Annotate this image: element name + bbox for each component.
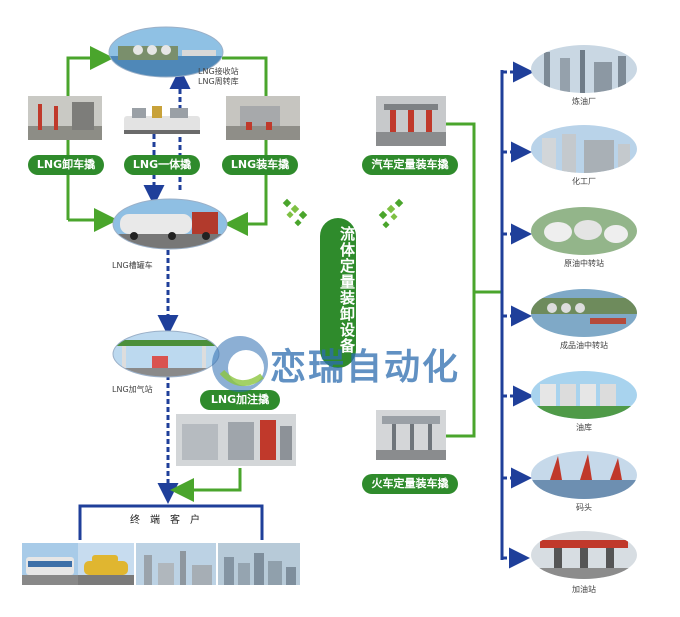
- station-caption: LNG加气站: [112, 385, 153, 394]
- lng-terminal-photo: [108, 26, 224, 78]
- crude-transfer-photo: [530, 206, 638, 256]
- truck-loading-skid-label: 汽车定量装车撬: [362, 155, 458, 175]
- customer-taxi-photo: [78, 543, 134, 585]
- wharf-photo: [530, 450, 638, 500]
- terminal-caption-1: LNG接收站: [198, 67, 239, 76]
- green-line-fueling: [170, 468, 242, 502]
- gas-station-photo: [530, 530, 638, 580]
- lng-integrated-skid-photo: [120, 100, 204, 140]
- chemical-plant-photo: [530, 124, 638, 174]
- customer-city-photo: [218, 543, 300, 585]
- terminal-caption-2: LNG周转库: [198, 77, 239, 86]
- product-oil-transfer-photo: [530, 288, 638, 338]
- refinery-photo: [530, 44, 638, 94]
- oil-depot-caption: 油库: [576, 423, 592, 432]
- refinery-caption: 炼油厂: [572, 97, 596, 106]
- end-customer-label: 终端客户: [130, 515, 210, 526]
- customer-plant-photo: [136, 543, 216, 585]
- customer-bus-photo: [22, 543, 78, 585]
- truck-loading-photo: [376, 96, 446, 146]
- chevron-icon-right: [378, 198, 404, 229]
- lng-integrated-skid-label: LNG一体撬: [124, 155, 200, 175]
- lng-fueling-skid-photo: [176, 414, 296, 466]
- train-loading-photo: [376, 410, 446, 460]
- blue-customer-bar: [78, 504, 264, 540]
- oil-depot-photo: [530, 370, 638, 420]
- company-logo: [212, 336, 268, 392]
- wharf-caption: 码头: [576, 503, 592, 512]
- green-line-load-loop: [222, 56, 268, 236]
- train-loading-skid-label: 火车定量装车撬: [362, 474, 458, 494]
- gas-station-caption: 加油站: [572, 585, 596, 594]
- chemical-plant-caption: 化工厂: [572, 177, 596, 186]
- crude-transfer-caption: 原油中转站: [564, 259, 604, 268]
- lng-tanker-photo: [112, 198, 228, 250]
- lng-unload-skid-label: LNG卸车撬: [28, 155, 104, 175]
- green-right-bracket: [446, 122, 476, 438]
- tanker-caption: LNG槽罐车: [112, 261, 153, 270]
- center-title: 流体定量装卸设备: [338, 226, 356, 354]
- lng-load-skid-photo: [226, 96, 300, 140]
- lng-station-photo: [112, 330, 220, 378]
- lng-load-skid-label: LNG装车撬: [222, 155, 298, 175]
- product-oil-transfer-caption: 成品油中转站: [560, 341, 608, 350]
- center-title-pill: [320, 218, 356, 368]
- lng-fueling-skid-label: LNG加注撬: [200, 390, 280, 410]
- chevron-icon-left: [282, 198, 308, 227]
- logo-text: 恋瑞自动化: [270, 347, 461, 388]
- lng-unload-skid-photo: [28, 96, 102, 140]
